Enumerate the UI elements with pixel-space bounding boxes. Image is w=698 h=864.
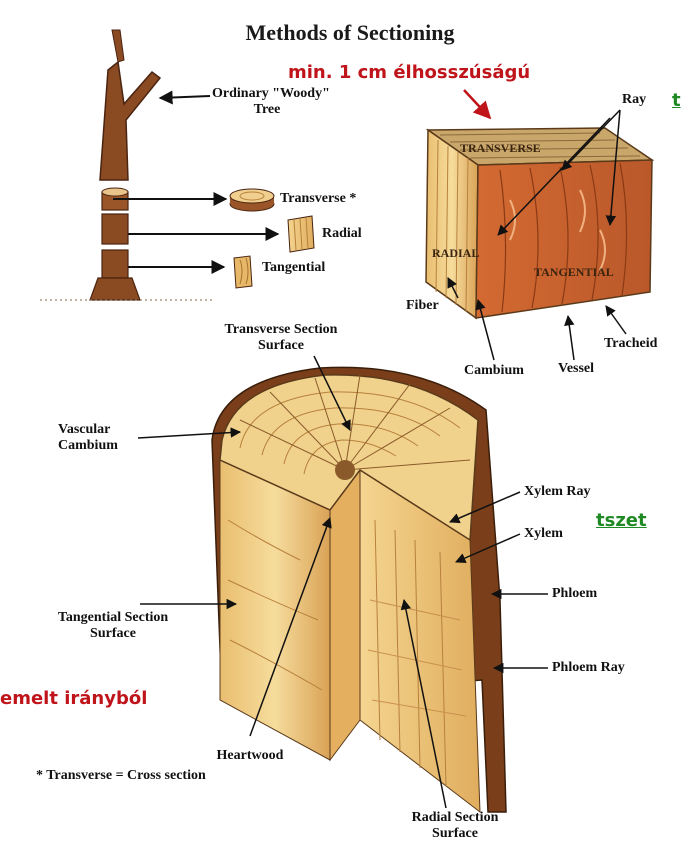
cube-label-tangential: TANGENTIAL [534,264,614,280]
log-label-phloem-ray: Phloem Ray [552,660,625,676]
cube-label-transverse: TRANSVERSE [460,140,541,156]
label-radial: Radial [322,226,362,242]
overlay-red-top: min. 1 cm élhosszúságú [288,62,530,83]
cube-illustration [426,90,652,360]
log-label-xylem-ray: Xylem Ray [524,484,591,500]
log-label-phloem: Phloem [552,586,597,602]
log-label-xylem: Xylem [524,526,563,542]
overlay-green-top: t [672,90,681,111]
log-illustration [138,356,548,812]
cube-label-radial: RADIAL [432,245,479,261]
log-label-tangential-section: Tangential Section Surface [38,610,188,642]
cube-label-vessel: Vessel [558,361,594,377]
cube-label-cambium: Cambium [464,363,524,379]
label-ordinary-tree: Ordinary "Woody" Tree [212,86,322,118]
log-label-radial-section: Radial Section Surface [390,810,520,842]
page-title: Methods of Sectioning [180,20,520,46]
cube-label-ray: Ray [622,92,646,108]
log-label-transverse-section: Transverse Section Surface [206,322,356,354]
cube-label-fiber: Fiber [406,298,439,314]
label-transverse: Transverse * [280,191,356,207]
log-label-heartwood: Heartwood [200,748,300,764]
label-tangential: Tangential [262,260,325,276]
log-label-vascular-cambium: Vascular Cambium [58,422,118,454]
footnote: * Transverse = Cross section [36,768,206,784]
cube-label-tracheid: Tracheid [604,336,657,352]
overlay-green-mid: tszet [596,510,647,531]
overlay-red-bottom: emelt irányból [0,688,147,709]
